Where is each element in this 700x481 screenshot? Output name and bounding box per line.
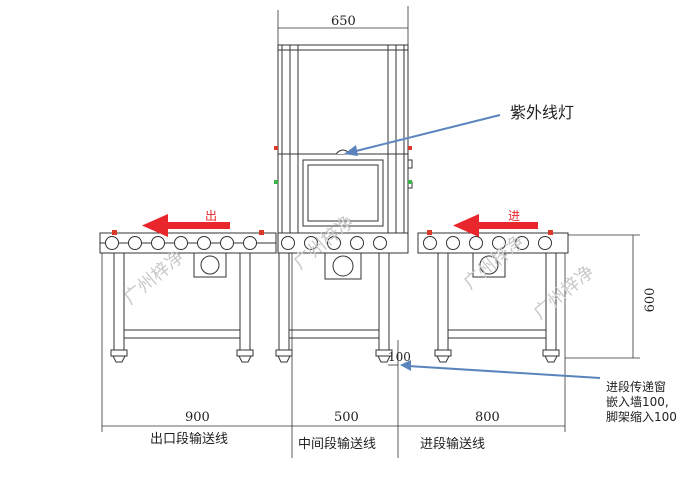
roller <box>327 236 341 250</box>
leader-lines <box>344 114 601 379</box>
watermark-1: 广州梓净 <box>120 246 189 308</box>
roller <box>243 236 257 250</box>
roller <box>220 236 234 250</box>
indicator-marks <box>112 146 553 235</box>
roller <box>281 236 295 250</box>
note-line-1: 进段传递窗 <box>606 379 666 394</box>
conveyor-rollers <box>105 236 552 250</box>
inlet-line-label: 进段输送线 <box>420 436 485 452</box>
roller <box>304 236 318 250</box>
watermark-4: 广州梓净 <box>530 261 599 323</box>
roller <box>469 236 483 250</box>
uv-lamp-label: 紫外线灯 <box>510 103 574 122</box>
dim-left-section: 900 <box>185 410 210 425</box>
middle-line-label: 中间段输送线 <box>298 436 376 452</box>
roller <box>515 236 529 250</box>
roller <box>373 236 387 250</box>
dim-right-section: 800 <box>475 410 500 425</box>
outlet-line-label: 出口段输送线 <box>150 431 228 447</box>
roller <box>174 236 188 250</box>
note-line-2: 嵌入墙100, <box>606 395 669 409</box>
roller <box>151 236 165 250</box>
outlet-arrow <box>142 214 230 237</box>
flow-arrows <box>142 214 538 237</box>
middle-cabinet <box>275 44 413 363</box>
inlet-arrow <box>453 214 538 237</box>
dim-middle-section: 500 <box>334 410 359 425</box>
roller <box>446 236 460 250</box>
note-line-3: 脚架缩入100 <box>606 409 677 424</box>
roller <box>538 236 552 250</box>
dimension-lines <box>101 6 640 458</box>
arrow-in-label: 进 <box>508 209 520 223</box>
dim-top-width: 650 <box>331 14 356 29</box>
arrow-out-label: 出 <box>205 209 217 223</box>
dim-offset: 100 <box>388 350 411 364</box>
roller <box>423 236 437 250</box>
dim-height-right: 600 <box>643 288 658 313</box>
roller <box>492 236 506 250</box>
roller <box>350 236 364 250</box>
roller <box>128 236 142 250</box>
roller <box>105 236 119 250</box>
roller <box>197 236 211 250</box>
